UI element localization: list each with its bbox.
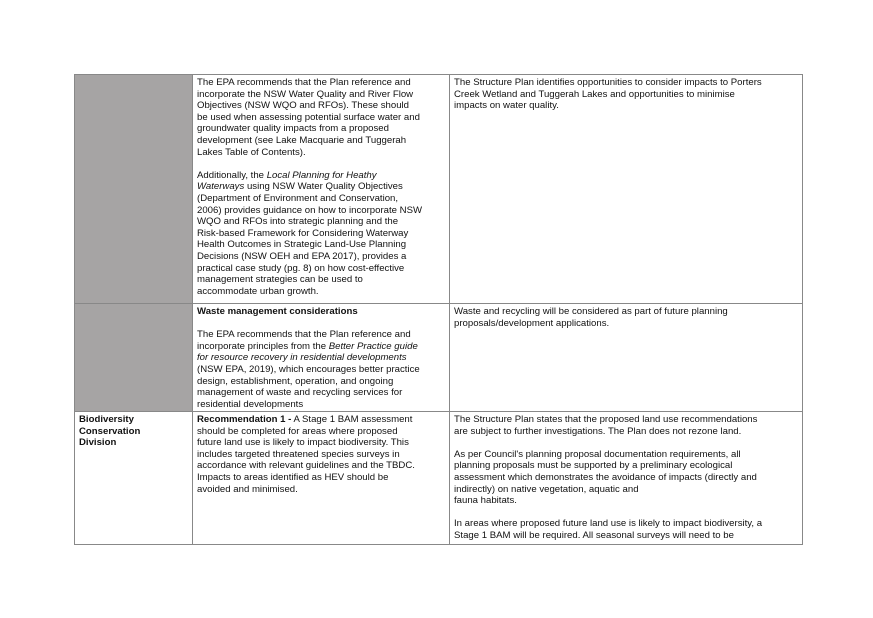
text-line: In areas where proposed future land use …	[454, 518, 763, 530]
text-line: residential developments	[197, 398, 304, 410]
text-line: impacts on water quality.	[454, 100, 559, 112]
text: A Stage 1 BAM assessment	[291, 414, 413, 425]
text-line: Impacts to areas identified as HEV shoul…	[197, 471, 389, 483]
recommendation-label: Recommendation 1 -	[197, 414, 292, 425]
text-line: practical case study (pg. 8) on how cost…	[197, 262, 405, 274]
text-line: The EPA recommends that the Plan referen…	[197, 329, 411, 341]
text-line: WQO and RFOs into strategic planning and…	[197, 216, 399, 228]
agency-name: Division	[79, 437, 117, 449]
text-line: avoided and minimised.	[197, 483, 298, 495]
document-title: for resource recovery in residential dev…	[197, 352, 407, 364]
text: incorporate principles from the	[197, 340, 329, 352]
submissions-table: The EPA recommends that the Plan referen…	[74, 74, 803, 545]
text-line: Health Outcomes in Strategic Land-Use Pl…	[197, 239, 407, 251]
text-line: assessment which demonstrates the avoida…	[454, 471, 757, 483]
text-line: Waste and recycling will be considered a…	[454, 306, 728, 317]
agency-cell	[75, 75, 193, 303]
text-line: Decisions (NSW OEH and EPA 2017), provid…	[197, 250, 407, 262]
submission-cell: Waste management considerations The EPA …	[193, 304, 450, 411]
text-line: Waterways using NSW Water Quality Object…	[197, 181, 445, 193]
text-line: be used when assessing potential surface…	[197, 111, 420, 123]
text-line: incorporate the NSW Water Quality and Ri…	[197, 88, 414, 100]
text-line: Lakes Table of Contents).	[197, 146, 306, 158]
text-line: includes targeted threatened species sur…	[197, 448, 400, 460]
response-cell: Waste and recycling will be considered a…	[450, 304, 802, 411]
text-line: 2006) provides guidance on how to incorp…	[197, 204, 423, 216]
table-row: Biodiversity Conservation Division Recom…	[75, 411, 802, 544]
text-line: (Department of Environment and Conservat…	[197, 192, 399, 204]
text-line: The EPA recommends that the Plan referen…	[197, 77, 411, 88]
text-line: Objectives (NSW WQO and RFOs). These sho…	[197, 100, 410, 112]
text-line: (NSW EPA, 2019), which encourages better…	[197, 363, 420, 375]
text-line: fauna habitats.	[454, 495, 517, 507]
agency-cell	[75, 304, 193, 411]
section-heading: Waste management considerations	[197, 306, 358, 317]
text-line: Risk-based Framework for Considering Wat…	[197, 227, 409, 239]
submission-cell: Recommendation 1 - A Stage 1 BAM assessm…	[193, 412, 450, 544]
text-line: indirectly) on native vegetation, aquati…	[454, 483, 639, 495]
agency-cell: Biodiversity Conservation Division	[75, 412, 193, 544]
table-row: The EPA recommends that the Plan referen…	[75, 75, 802, 303]
text-line: planning proposals must be supported by …	[454, 460, 733, 472]
text-line: accommodate urban growth.	[197, 285, 319, 297]
text-line: proposals/development applications.	[454, 317, 610, 329]
text-line: for resource recovery in residential dev…	[197, 352, 445, 364]
text-line: should be completed for areas where prop…	[197, 425, 398, 437]
text-line: Creek Wetland and Tuggerah Lakes and opp…	[454, 88, 735, 100]
text-line: groundwater quality impacts from a propo…	[197, 123, 389, 135]
response-cell: The Structure Plan identifies opportunit…	[450, 75, 802, 303]
text-line: development (see Lake Macquarie and Tugg…	[197, 134, 407, 146]
document-title: Waterways	[197, 181, 245, 193]
text-line: The Structure Plan identifies opportunit…	[454, 77, 762, 88]
text-line: The Structure Plan states that the propo…	[454, 414, 758, 425]
document-title: Better Practice guide	[328, 340, 418, 352]
text-line: Recommendation 1 - A Stage 1 BAM assessm…	[197, 414, 445, 426]
text-line: As per Council's planning proposal docum…	[454, 448, 741, 460]
agency-name: Biodiversity	[79, 414, 134, 425]
text-line: incorporate principles from the Better P…	[197, 341, 445, 353]
text-line: future land use is likely to impact biod…	[197, 437, 409, 449]
text-line: Additionally, the Local Planning for Hea…	[197, 170, 445, 182]
table-row: Waste management considerations The EPA …	[75, 303, 802, 411]
text: using NSW Water Quality Objectives	[244, 181, 403, 193]
text: Additionally, the	[197, 169, 267, 181]
text-line: management strategies can be used to	[197, 274, 363, 286]
text-line: accordance with relevant guidelines and …	[197, 460, 415, 472]
agency-name: Conservation	[79, 425, 141, 437]
text-line: design, establishment, operation, and on…	[197, 375, 394, 387]
text-line: management of waste and recycling servic…	[197, 387, 403, 399]
text-line: Stage 1 BAM will be required. All season…	[454, 529, 734, 541]
submission-cell: The EPA recommends that the Plan referen…	[193, 75, 450, 303]
text-line: are subject to further investigations. T…	[454, 425, 742, 437]
response-cell: The Structure Plan states that the propo…	[450, 412, 802, 544]
document-title: Local Planning for Heathy	[266, 169, 377, 181]
